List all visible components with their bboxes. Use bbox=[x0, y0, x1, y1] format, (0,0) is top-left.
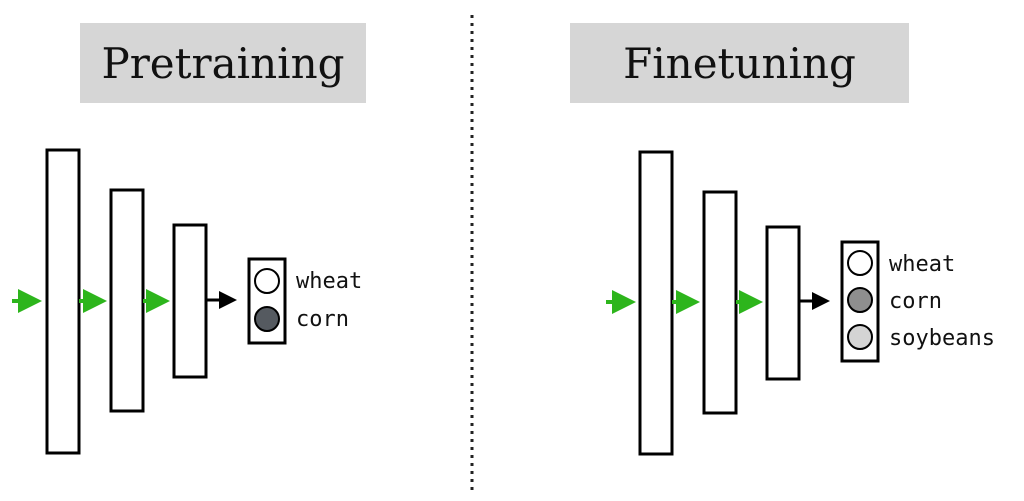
finetuning-layer-3 bbox=[765, 225, 801, 381]
finetuning-label-soybeans: soybeans bbox=[889, 326, 995, 351]
pretraining-title-text: Pretraining bbox=[101, 38, 345, 88]
pretraining-layer-2 bbox=[109, 188, 145, 413]
pretraining-network: wheat corn bbox=[12, 148, 362, 455]
pretraining-label-wheat: wheat bbox=[296, 269, 362, 294]
finetuning-label-wheat: wheat bbox=[889, 252, 955, 277]
pretraining-title: Pretraining bbox=[80, 23, 366, 103]
finetuning-node-soybeans bbox=[847, 324, 873, 350]
finetuning-label-corn: corn bbox=[889, 289, 942, 314]
pretraining-layer-1 bbox=[45, 148, 81, 455]
finetuning-title: Finetuning bbox=[570, 23, 909, 103]
finetuning-title-text: Finetuning bbox=[623, 38, 856, 88]
pretraining-layer-3 bbox=[172, 223, 208, 379]
finetuning-network: wheat corn soybeans bbox=[606, 150, 995, 456]
finetuning-layer-2 bbox=[702, 190, 738, 415]
pretraining-label-corn: corn bbox=[296, 307, 349, 332]
finetuning-layer-1 bbox=[638, 150, 674, 456]
finetuning-node-wheat bbox=[847, 250, 873, 276]
pretraining-node-wheat bbox=[254, 268, 280, 294]
pretraining-node-corn bbox=[254, 306, 280, 332]
finetuning-node-corn bbox=[847, 287, 873, 313]
